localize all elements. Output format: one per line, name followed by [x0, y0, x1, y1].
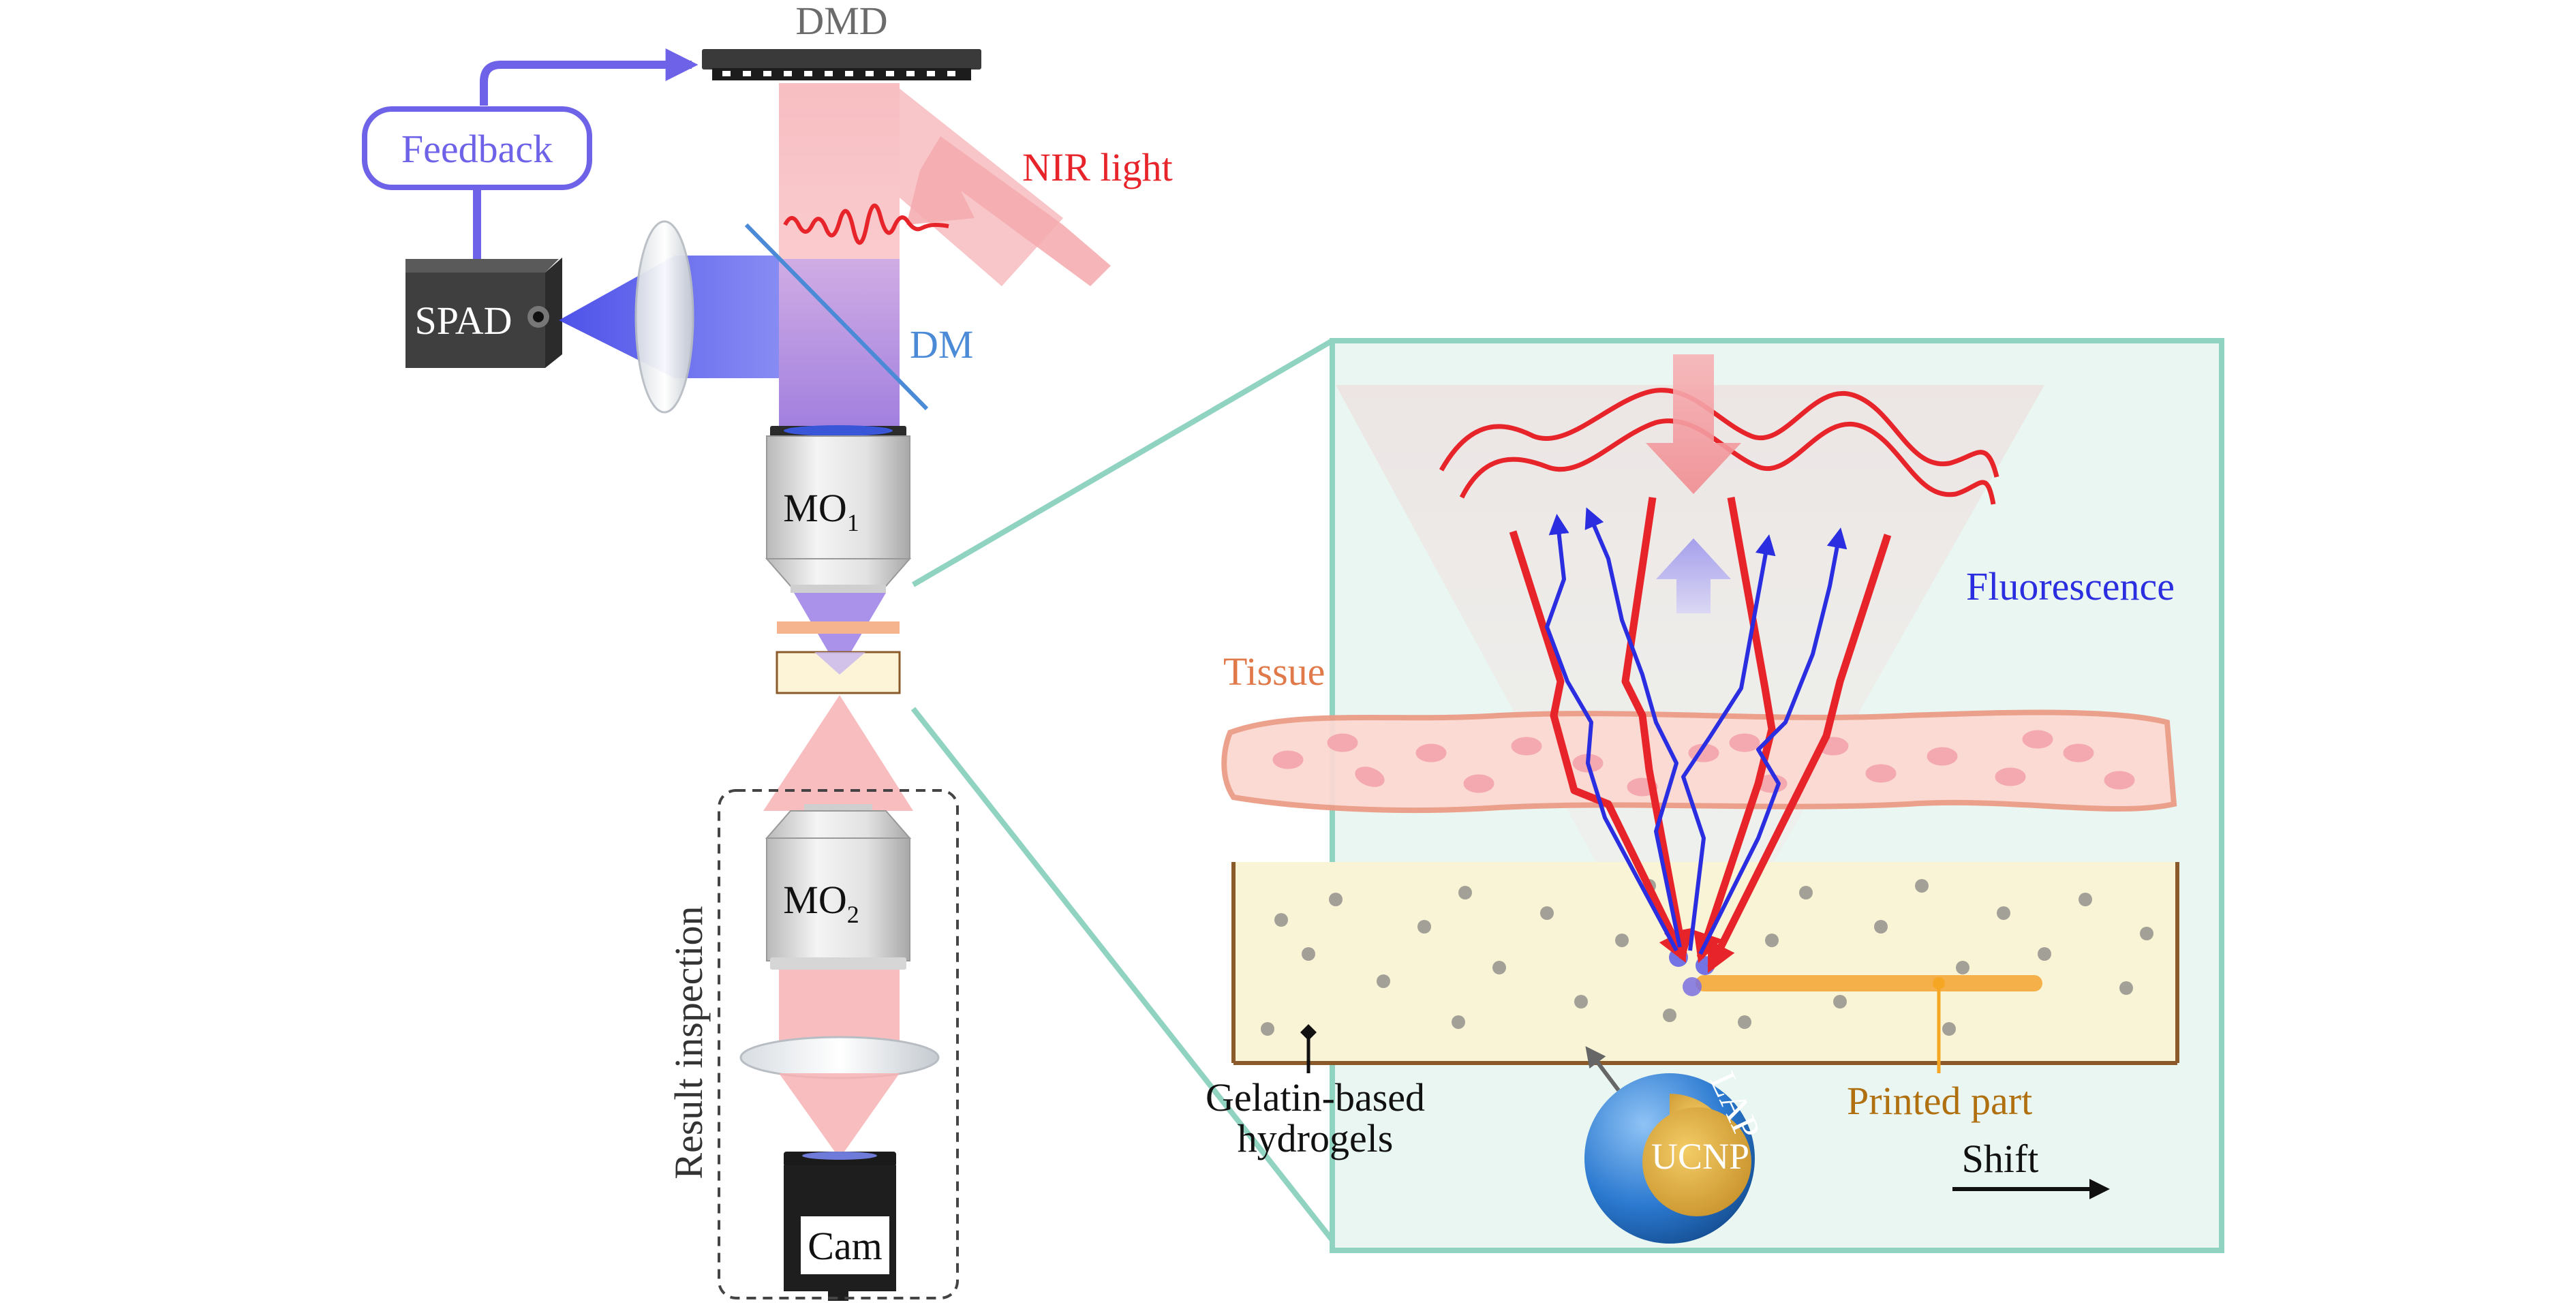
tube-lens	[739, 1036, 940, 1079]
mo1-label: MO1	[783, 486, 859, 536]
dm-label: DM	[910, 322, 973, 367]
dmd-label: DMD	[795, 0, 887, 43]
sample-tissue-layer	[777, 621, 900, 634]
zoom-line-top	[911, 338, 1334, 587]
objective-mo1	[765, 425, 912, 593]
tissue-cells	[1272, 730, 2135, 797]
sample-focus-cone	[814, 652, 865, 675]
spad-lens	[634, 220, 694, 414]
fluorescence-up-arrow	[1656, 538, 1731, 613]
camera	[784, 1152, 896, 1301]
ucnp-pointer-arrow	[1585, 1046, 1621, 1092]
dichroic-mirror	[744, 223, 929, 411]
fluorescence-label: Fluorescence	[1966, 564, 2175, 609]
result-inspection-label: Result inspection	[666, 906, 711, 1179]
tissue-label: Tissue	[1223, 649, 1325, 694]
ucnp-label: UCNP	[1651, 1136, 1749, 1177]
objective-mo2	[765, 804, 912, 970]
nir-wave-2	[1459, 418, 1996, 505]
feedback-arrow	[480, 48, 699, 106]
nir-down-arrow	[1646, 354, 1741, 494]
gelatin-label-line2: hydrogels	[1238, 1116, 1394, 1160]
gelatin-marker	[1300, 1024, 1317, 1041]
camera-focus-beam	[779, 1073, 900, 1158]
ucnp-inner	[1642, 1107, 1751, 1216]
result-inspection-box	[718, 789, 959, 1299]
zoom-line-bottom	[910, 707, 1335, 1242]
dmd-device	[702, 49, 981, 80]
mixed-beam-segment	[779, 259, 900, 436]
transmitted-beam	[763, 695, 913, 811]
fluorescence-rays	[1545, 507, 1847, 955]
light-cone	[1336, 385, 2044, 1022]
printed-part-label: Printed part	[1847, 1079, 2032, 1123]
spad-detector	[405, 258, 562, 368]
nir-wave-1	[1439, 388, 1999, 478]
nir-wavefront	[783, 203, 949, 245]
feedback-label: Feedback	[401, 127, 553, 171]
gelatin-label-line1: Gelatin-based	[1206, 1075, 1425, 1120]
focal-spot-3	[1683, 977, 1702, 996]
mo2-label: MO2	[783, 878, 859, 928]
spad-label: SPAD	[415, 298, 512, 343]
shift-label: Shift	[1962, 1137, 2039, 1181]
hydrogel-particles	[1261, 879, 2153, 1036]
nir-light-arrow	[906, 136, 1111, 286]
cam-label: Cam	[808, 1224, 883, 1268]
nir-light-label: NIR light	[1022, 145, 1173, 189]
